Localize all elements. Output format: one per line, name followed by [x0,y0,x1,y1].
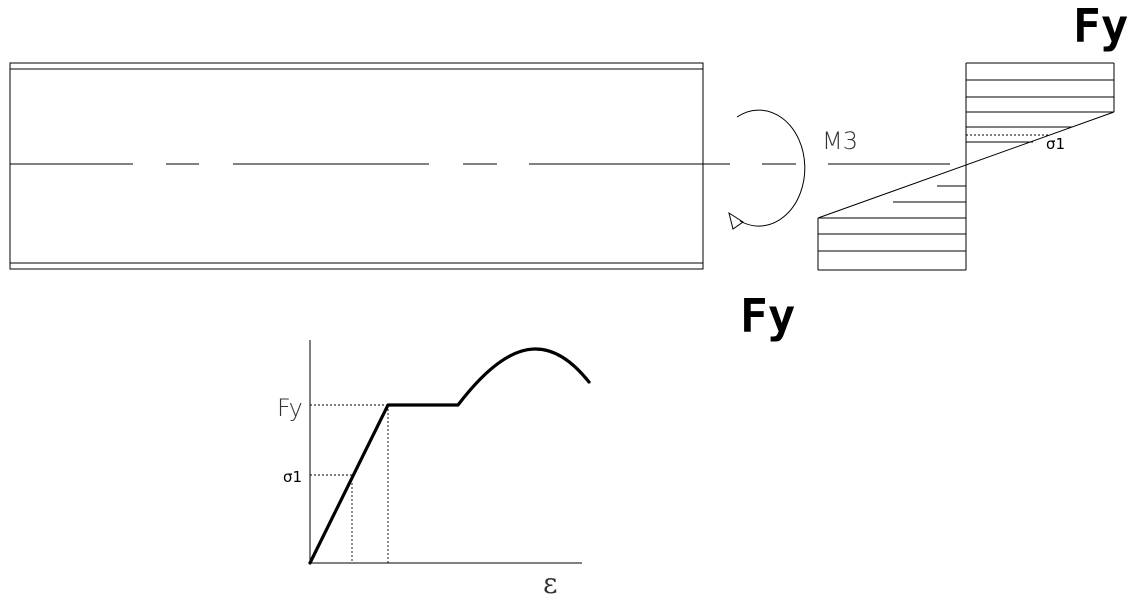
strain-epsilon-label: ε [543,567,558,600]
stress-strain-curve [308,347,591,565]
moment-arrow: M3 [728,109,858,230]
beam-elevation [9,62,704,270]
graph-sigma1-label: σ1 [283,468,302,486]
sigma1-stress-label: σ1 [1046,135,1065,153]
fy-bottom-label: Fy [740,289,795,343]
moment-arrowhead [728,211,744,230]
elastic-stress-line [817,111,1115,219]
stress-strain-graph: Fy σ1 ε [277,340,591,600]
graph-fy-label: Fy [277,394,303,422]
stress-distribution: σ1 [817,62,1115,271]
fy-top-label: Fy [1073,0,1128,53]
moment-label: M3 [822,127,858,155]
beam-outline [9,62,704,270]
moment-arc [736,109,806,227]
